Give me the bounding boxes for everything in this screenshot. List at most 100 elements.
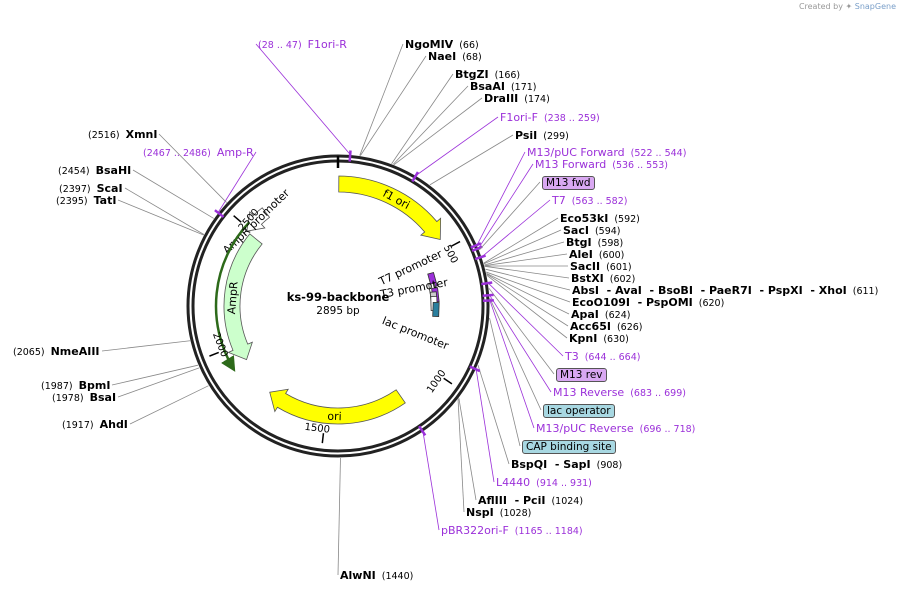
- primer-site-mark: [471, 245, 483, 253]
- enzyme-position: (2397): [59, 184, 91, 195]
- feature-box-label[interactable]: CAP binding site: [522, 440, 616, 454]
- enzyme-name: PsiI: [515, 129, 538, 142]
- enzyme-site-label[interactable]: AflIII - PciI(1024): [478, 494, 583, 508]
- enzyme-name: BspQI - SapI: [511, 458, 591, 471]
- enzyme-site-label[interactable]: EcoO109I - PspOMI(620): [572, 296, 724, 310]
- enzyme-site-label[interactable]: PsiI(299): [515, 129, 569, 143]
- enzyme-site-label[interactable]: BstXI(602): [571, 272, 635, 286]
- enzyme-site-label[interactable]: (1978)BsaI: [52, 391, 116, 405]
- enzyme-position: (594): [594, 226, 621, 237]
- leader-line: [489, 317, 521, 447]
- leader-line: [217, 151, 257, 213]
- enzyme-site-label[interactable]: (2516)XmnI: [88, 128, 157, 142]
- primer-name: M13 Forward: [535, 158, 607, 171]
- enzyme-site-label[interactable]: NgoMIV(66): [405, 38, 479, 52]
- enzyme-position: (626): [616, 322, 643, 333]
- credit-text: Created by: [798, 2, 843, 11]
- primer-label[interactable]: T7(563 .. 582): [552, 194, 627, 208]
- enzyme-site-label[interactable]: (1987)BpmI: [41, 379, 110, 393]
- enzyme-position: (630): [603, 334, 629, 345]
- enzyme-site-label[interactable]: BsaAI(171): [470, 80, 537, 94]
- primer-range: (1165 .. 1184): [514, 526, 583, 537]
- tick-mark: [443, 377, 453, 385]
- enzyme-site-label[interactable]: Eco53kI(592): [560, 212, 640, 226]
- enzyme-site-label[interactable]: SacII(601): [570, 260, 632, 274]
- enzyme-site-label[interactable]: DraIII(174): [484, 92, 550, 106]
- enzyme-site-label[interactable]: NspI(1028): [466, 506, 531, 520]
- enzyme-site-label[interactable]: (1917) AhdI: [62, 418, 128, 432]
- small-feature-glyph[interactable]: [432, 301, 440, 317]
- primer-name: F1ori-R: [307, 38, 347, 51]
- enzyme-site-label[interactable]: BtgZI(166): [455, 68, 520, 82]
- feature-box-label[interactable]: M13 fwd: [542, 176, 595, 190]
- enzyme-name: BsaAI: [470, 80, 505, 93]
- enzyme-position: (624): [604, 310, 631, 321]
- enzyme-name: KpnI: [569, 332, 598, 345]
- leader-line: [392, 85, 469, 165]
- primer-site-mark: [482, 293, 494, 297]
- primer-label[interactable]: L4440(914 .. 931): [496, 476, 592, 490]
- enzyme-position: (2516): [88, 130, 120, 141]
- enzyme-position: (1917): [62, 420, 94, 431]
- enzyme-name: BpmI: [78, 379, 111, 392]
- enzyme-name: ScaI: [96, 182, 123, 195]
- enzyme-site-label[interactable]: KpnI (630): [569, 332, 629, 346]
- enzyme-site-label[interactable]: ApaI(624): [571, 308, 630, 322]
- primer-label[interactable]: (2467 .. 2486)Amp-R: [143, 146, 254, 160]
- leader-line: [337, 457, 341, 576]
- primer-label[interactable]: M13/pUC Forward(522 .. 544): [527, 146, 686, 160]
- feature-box-label[interactable]: M13 rev: [556, 368, 607, 382]
- feature-box-text: lac operator: [543, 404, 615, 418]
- enzyme-site-label[interactable]: AleI(600): [569, 248, 624, 262]
- leader-line: [486, 273, 569, 327]
- primer-name: pBR322ori-F: [441, 524, 509, 537]
- enzyme-site-label[interactable]: (2397) ScaI: [59, 182, 123, 196]
- enzyme-name: AhdI: [99, 418, 128, 431]
- leader-line: [124, 187, 205, 235]
- primer-label[interactable]: T3(644 .. 664): [565, 350, 640, 364]
- enzyme-position: (2395): [56, 196, 88, 207]
- primer-label[interactable]: M13 Reverse(683 .. 699): [553, 386, 686, 400]
- enzyme-position: (166): [494, 70, 521, 81]
- enzyme-site-label[interactable]: AbsI - AvaI - BsoBI - PaeR7I - PspXI - X…: [572, 284, 878, 298]
- enzyme-position: (600): [598, 250, 625, 261]
- feature-arrow-f1-ori[interactable]: [338, 175, 442, 240]
- primer-label[interactable]: M13/pUC Reverse(696 .. 718): [536, 422, 695, 436]
- enzyme-site-label[interactable]: (2065)NmeAIII: [13, 345, 100, 359]
- primer-name: F1ori-F: [500, 111, 538, 124]
- enzyme-position: (908): [596, 460, 623, 471]
- enzyme-name: NgoMIV: [405, 38, 454, 51]
- enzyme-site-label[interactable]: AlwNI(1440): [340, 569, 413, 583]
- enzyme-name: AlwNI: [340, 569, 376, 582]
- leader-line: [486, 274, 568, 339]
- tick-mark: [233, 215, 242, 223]
- feature-arrow-ori[interactable]: [269, 388, 406, 425]
- snapgene-credit[interactable]: Created by ✦ SnapGene: [799, 2, 896, 11]
- enzyme-name: NspI: [466, 506, 494, 519]
- enzyme-site-label[interactable]: NaeI(68): [428, 50, 482, 64]
- enzyme-site-label[interactable]: (2395)TatI: [56, 194, 116, 208]
- primer-label[interactable]: pBR322ori-F (1165 .. 1184): [441, 524, 583, 538]
- enzyme-site-label[interactable]: BtgI(598): [566, 236, 623, 250]
- enzyme-site-label[interactable]: (2454)BsaHI: [58, 164, 131, 178]
- primer-label[interactable]: F1ori-F(238 .. 259): [500, 111, 600, 125]
- tick-label: 1500: [304, 422, 331, 436]
- tick-mark: [321, 433, 325, 444]
- leader-line: [484, 241, 565, 266]
- feature-arrow-ampr[interactable]: [223, 233, 263, 361]
- leader-line: [117, 199, 204, 236]
- feature-box-label[interactable]: lac operator: [543, 404, 615, 418]
- primer-site-mark: [214, 209, 225, 218]
- primer-label[interactable]: (28 .. 47)F1ori-R: [258, 38, 347, 52]
- feature-arrow-ampr-promoter[interactable]: [246, 207, 271, 232]
- primer-label[interactable]: M13 Forward(536 .. 553): [535, 158, 668, 172]
- primer-range: (522 .. 544): [630, 148, 687, 159]
- enzyme-site-label[interactable]: BspQI - SapI (908): [511, 458, 622, 472]
- enzyme-site-label[interactable]: Acc65I(626): [570, 320, 643, 334]
- enzyme-site-label[interactable]: SacI(594): [563, 224, 621, 238]
- leader-line: [486, 271, 571, 303]
- leader-line: [475, 369, 495, 483]
- enzyme-position: (1024): [551, 496, 584, 507]
- primer-site-mark: [470, 242, 482, 249]
- primer-range: (2467 .. 2486): [143, 148, 211, 159]
